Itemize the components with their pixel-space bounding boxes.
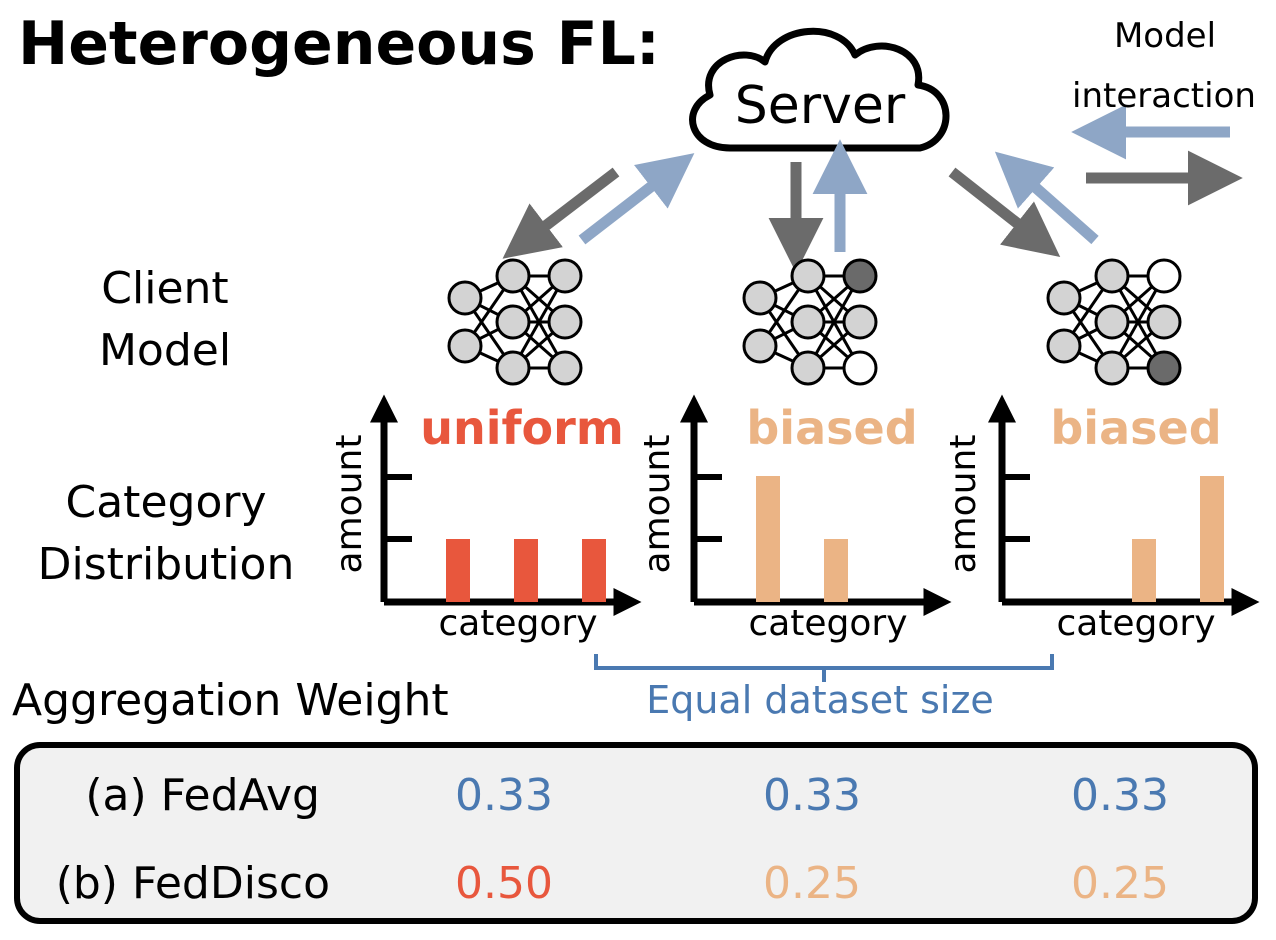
network-edge — [511, 275, 567, 369]
x-axis-label-client-2: category — [748, 603, 908, 644]
feddisco-row-label: (b) FedDisco — [55, 858, 330, 909]
legend-label-model: Model — [1113, 16, 1217, 56]
network-node — [842, 304, 878, 340]
distribution-label-client-2: biased — [746, 401, 918, 455]
network-node — [742, 280, 778, 316]
server-label: Server — [734, 76, 906, 136]
category-distribution-label: Category Distribution — [37, 477, 295, 590]
legend-arrows — [1071, 104, 1243, 206]
network-node — [547, 258, 583, 294]
network-node — [495, 258, 531, 294]
up-arrow — [994, 151, 1099, 245]
network-node — [547, 304, 583, 340]
fedavg-weight-client-3: 0.33 — [1071, 770, 1169, 821]
bar — [514, 539, 538, 602]
distribution-label-client-3: biased — [1050, 401, 1222, 455]
network-node — [842, 350, 878, 386]
network-node — [790, 304, 826, 340]
neural-network-icon — [447, 258, 583, 386]
network-node — [447, 280, 483, 316]
arrow-group-client-2 — [768, 139, 868, 273]
network-node — [547, 350, 583, 386]
fedavg-weight-client-2: 0.33 — [763, 770, 861, 821]
network-node — [1146, 304, 1182, 340]
network-node — [1094, 350, 1130, 386]
up-arrow — [578, 153, 695, 245]
y-axis-label-client-1: amount — [329, 434, 370, 574]
network-node — [742, 328, 778, 364]
aggregation-weight-label: Aggregation Weight — [12, 675, 449, 726]
feddisco-weight-client-2: 0.25 — [763, 858, 861, 909]
y-axis-label-client-2: amount — [637, 434, 678, 574]
down-arrow — [948, 167, 1061, 258]
feddisco-weight-client-1: 0.50 — [455, 858, 553, 909]
network-node — [1146, 258, 1182, 294]
y-axis-label-client-3: amount — [943, 434, 984, 574]
neural-network-icon — [742, 258, 878, 386]
client-model-label: Client Model — [98, 263, 232, 376]
server-cloud-icon — [689, 28, 950, 152]
equal-dataset-size-label: Equal dataset size — [646, 678, 994, 722]
x-axis-label-client-1: category — [438, 603, 598, 644]
category-distribution-chart — [370, 394, 642, 616]
fedavg-weight-client-1: 0.33 — [455, 770, 553, 821]
network-node — [447, 328, 483, 364]
network-edge — [1110, 275, 1166, 369]
legend-label-interaction: interaction — [1072, 76, 1256, 116]
down-arrow — [502, 167, 620, 259]
network-node — [495, 350, 531, 386]
bar — [824, 539, 848, 602]
page-title: Heterogeneous FL: — [18, 9, 660, 79]
network-node — [1094, 258, 1130, 294]
network-node — [495, 304, 531, 340]
fedavg-row-label: (a) FedAvg — [85, 770, 320, 821]
equal-size-bracket — [594, 654, 1054, 682]
bar — [756, 476, 780, 602]
bar — [1200, 476, 1224, 602]
network-node — [790, 350, 826, 386]
network-node — [1046, 280, 1082, 316]
network-node — [1046, 328, 1082, 364]
client-charts — [370, 394, 1260, 616]
neural-network-icon — [1046, 258, 1182, 386]
distribution-label-client-1: uniform — [420, 401, 624, 455]
bar — [582, 539, 606, 602]
network-edge — [806, 275, 862, 369]
feddisco-weight-client-3: 0.25 — [1071, 858, 1169, 909]
network-node — [1146, 350, 1182, 386]
bar — [1132, 539, 1156, 602]
category-distribution-chart — [680, 394, 952, 616]
bar — [446, 539, 470, 602]
network-node — [842, 258, 878, 294]
category-distribution-chart — [988, 394, 1260, 616]
network-node — [1094, 304, 1130, 340]
network-node — [790, 258, 826, 294]
x-axis-label-client-3: category — [1056, 603, 1216, 644]
arrow-group-client-3 — [948, 151, 1099, 258]
client-networks — [447, 258, 1182, 386]
arrow-group-client-1 — [502, 153, 695, 259]
aggregation-weight-table — [14, 742, 1258, 924]
